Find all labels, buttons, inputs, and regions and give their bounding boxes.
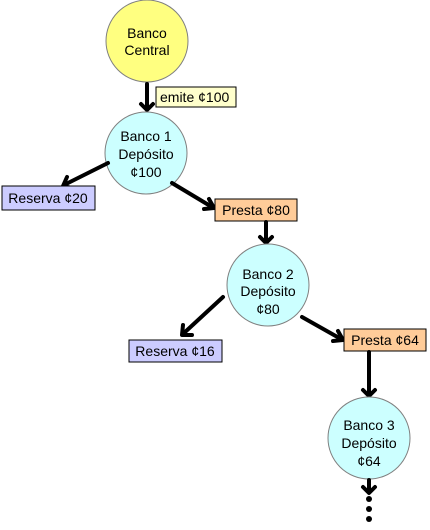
label-emite: emite ¢100 <box>155 86 237 108</box>
node-banco-1-circle <box>104 111 188 195</box>
label-reserva-2-box <box>128 339 223 363</box>
node-banco-3-line-3: ¢64 <box>357 453 381 469</box>
node-banco-central: Banco Central <box>105 0 189 83</box>
arrowhead-bank2-to-presta2 <box>331 329 345 343</box>
node-banco-3: Banco 3 Depósito ¢64 <box>327 396 411 480</box>
arrowhead-bank1-to-presta1 <box>202 197 216 211</box>
continuation-dots <box>366 496 372 522</box>
node-banco-2: Banco 2 Depósito ¢80 <box>226 243 310 327</box>
node-banco-1-line-3: ¢100 <box>130 164 161 180</box>
node-banco-1-line-2: Depósito <box>118 146 173 162</box>
continuation-dot-1 <box>366 496 372 502</box>
node-banco-central-line-1: Banco <box>127 25 167 41</box>
node-banco-2-line-2: Depósito <box>240 283 295 299</box>
label-presta-2-box <box>343 328 427 352</box>
node-banco-2-circle <box>226 243 310 327</box>
edge-bank2-to-presta2 <box>300 315 343 341</box>
label-reserva-1-box <box>1 185 96 211</box>
node-banco-2-line-1: Banco 2 <box>242 266 294 282</box>
arrowhead-bank2-to-reserva2 <box>180 323 194 337</box>
label-reserva-1-text: Reserva ¢20 <box>8 190 88 206</box>
label-emite-text: emite ¢100 <box>160 89 229 105</box>
label-presta-1-text: Presta ¢80 <box>222 202 290 218</box>
label-reserva-1: Reserva ¢20 <box>1 185 96 211</box>
node-banco-3-line-1: Banco 3 <box>343 417 395 433</box>
node-banco-central-circle <box>105 0 189 83</box>
node-banco-central-line-2: Central <box>124 42 169 58</box>
label-presta-2-text: Presta ¢64 <box>351 332 419 348</box>
arrowhead-presta2-to-bank3 <box>361 388 377 398</box>
continuation-dot-2 <box>366 506 372 512</box>
node-banco-3-line-2: Depósito <box>341 435 396 451</box>
label-presta-2: Presta ¢64 <box>343 328 427 352</box>
label-presta-1: Presta ¢80 <box>214 198 298 222</box>
arrowhead-central-to-bank1 <box>139 102 155 112</box>
edge-bank2-to-reserva2 <box>182 295 225 335</box>
arrowhead-presta1-to-bank2 <box>258 235 274 245</box>
node-banco-2-line-3: ¢80 <box>256 301 280 317</box>
label-presta-1-box <box>214 198 298 222</box>
label-reserva-2: Reserva ¢16 <box>128 339 223 363</box>
node-banco-1: Banco 1 Depósito ¢100 <box>104 111 188 195</box>
label-reserva-2-text: Reserva ¢16 <box>135 343 215 359</box>
arrowhead-bank3-continuation <box>361 485 377 495</box>
continuation-dot-3 <box>366 516 372 522</box>
label-emite-box <box>155 86 237 108</box>
node-banco-1-line-1: Banco 1 <box>120 128 172 144</box>
edge-bank1-to-reserva1 <box>64 161 110 186</box>
edge-bank1-to-presta1 <box>170 181 214 209</box>
